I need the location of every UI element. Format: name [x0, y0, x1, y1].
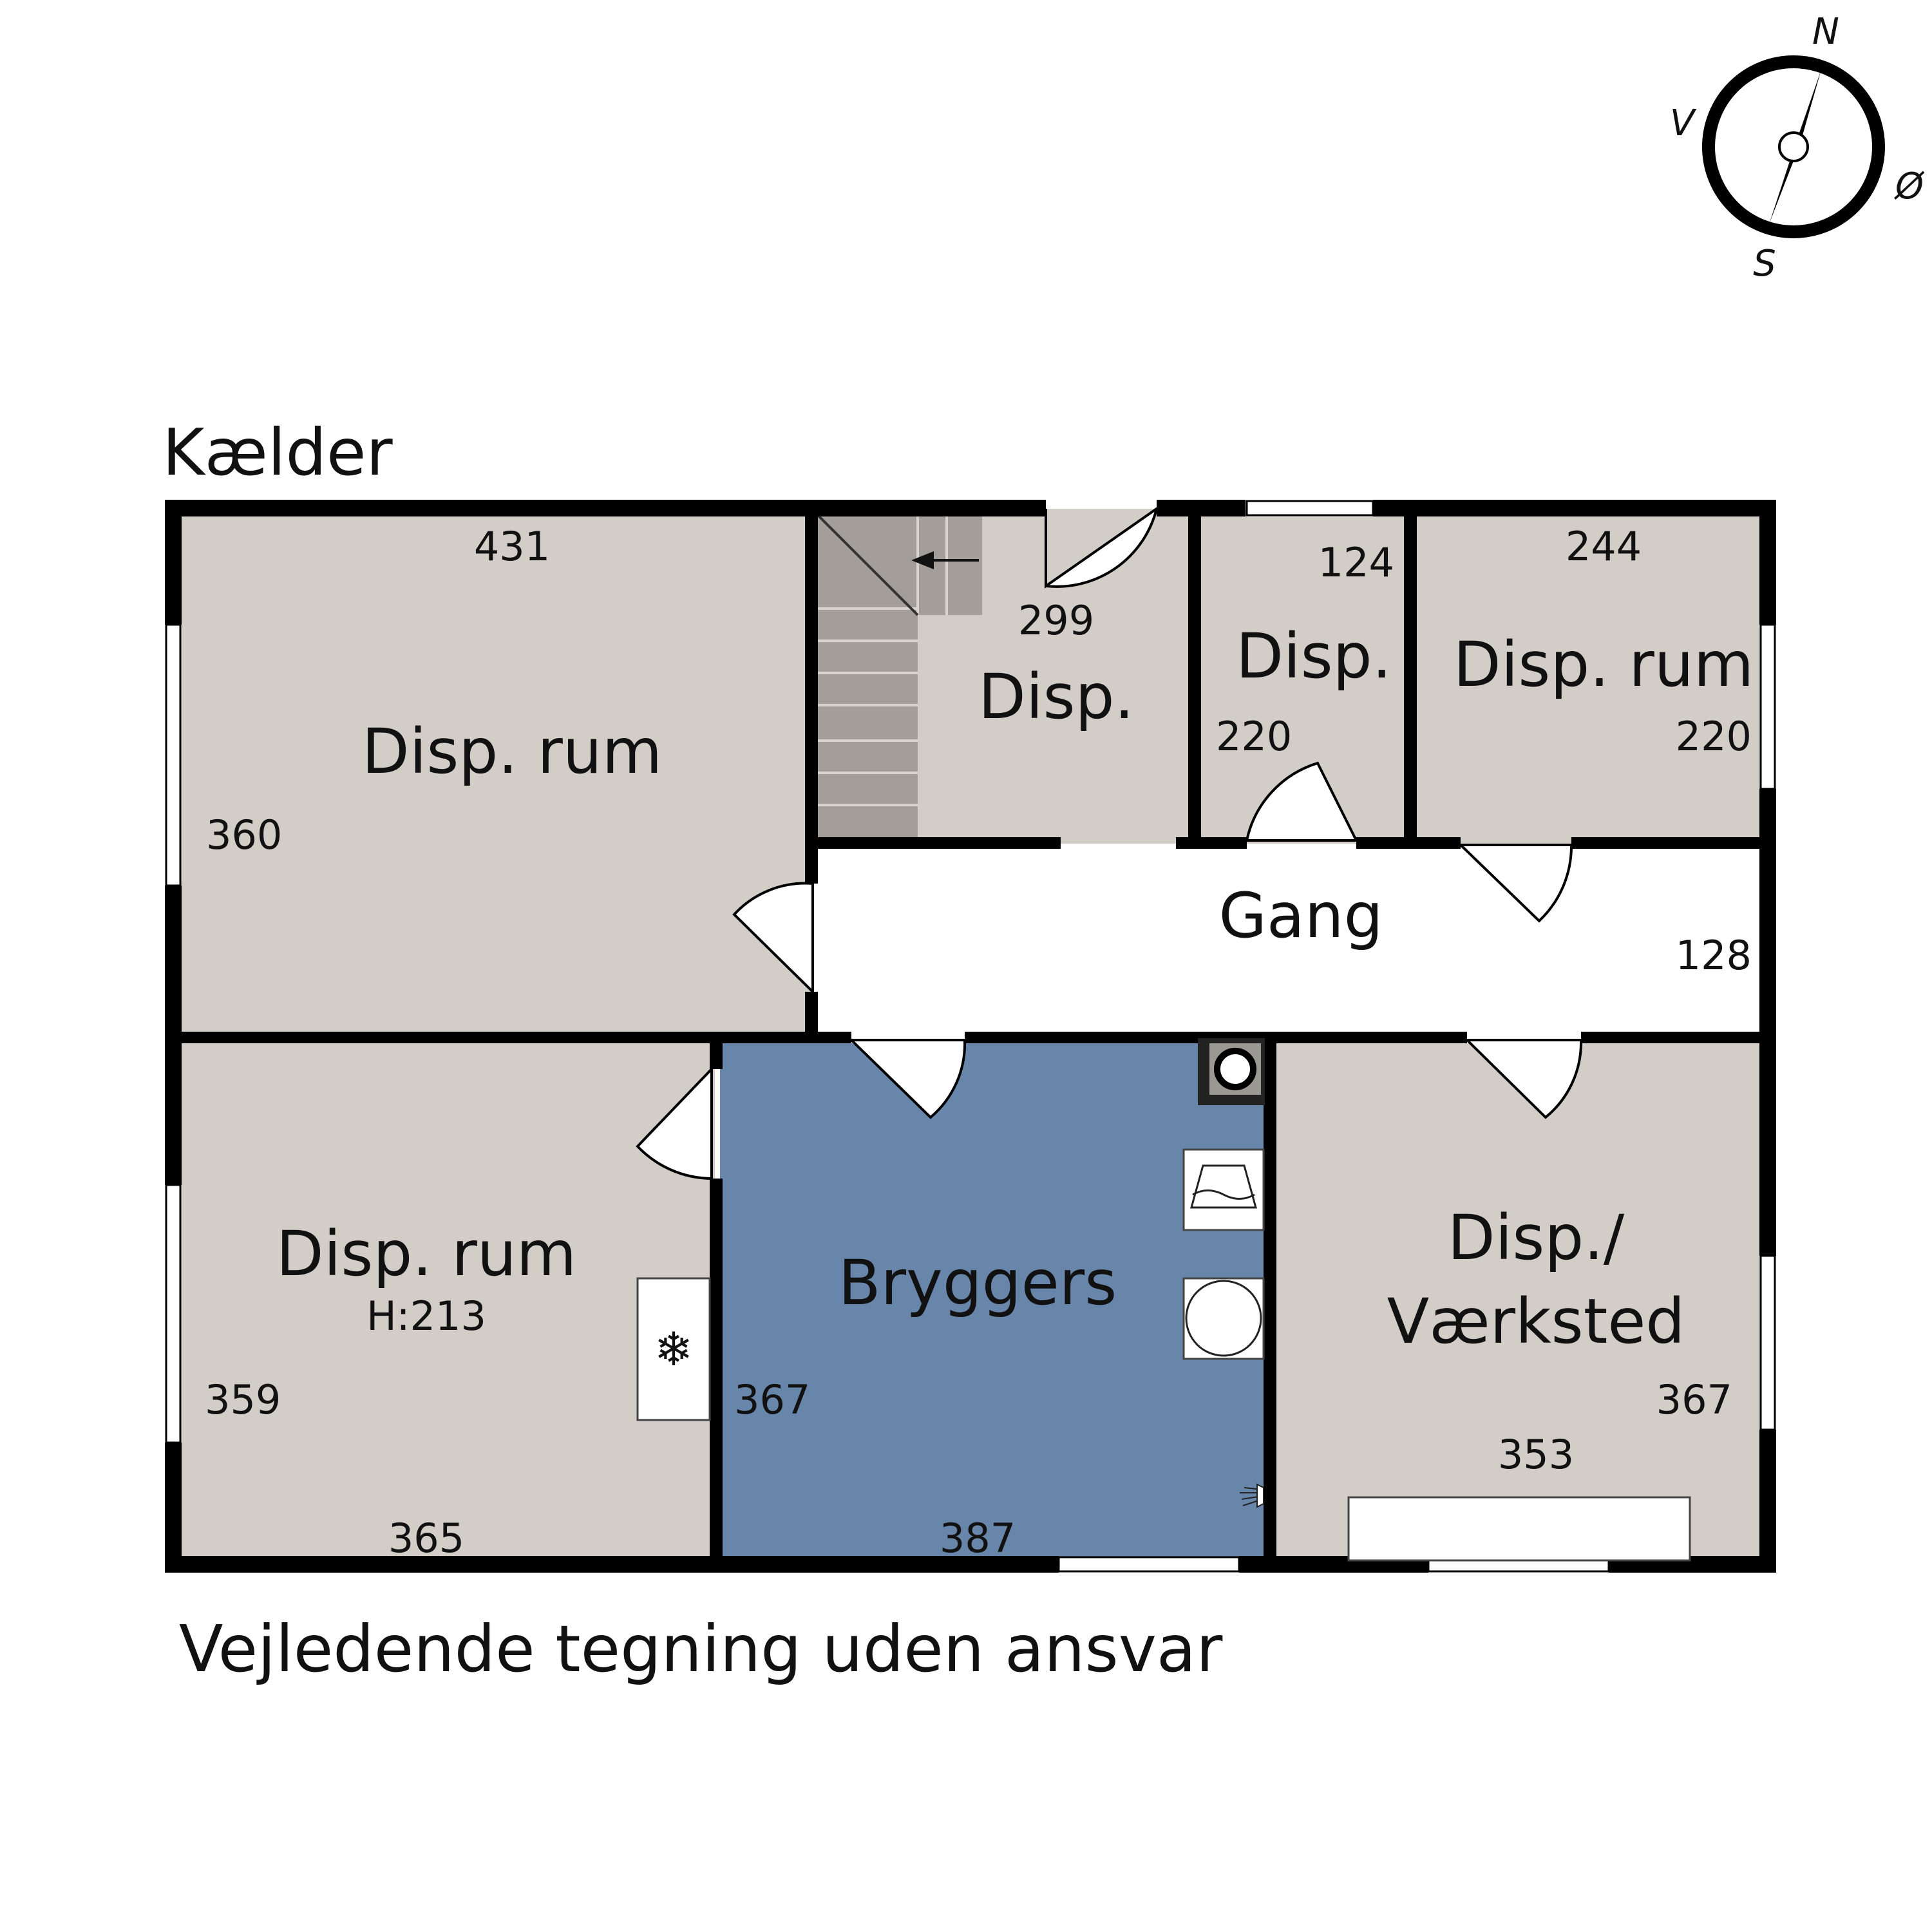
- dim-vaerksted-depth: 367: [1656, 1376, 1732, 1423]
- dim-disp-rum-nw-width: 431: [474, 523, 550, 570]
- door-disp-rum-ne: [1457, 844, 1573, 923]
- room-disp-rum-ne: [1414, 509, 1765, 844]
- room-disp-rum-nw: [174, 509, 811, 1037]
- disclaimer: Vejledende tegning uden ansvar: [179, 1611, 1223, 1687]
- floor-title: Kælder: [162, 415, 393, 490]
- room-vaerksted: [1272, 1043, 1765, 1558]
- walls: [165, 500, 1776, 1573]
- dim-disp-rum-ne-width: 244: [1566, 523, 1642, 570]
- door-bryggers: [848, 1039, 967, 1119]
- label-disp-rum-nw: Disp. rum: [362, 715, 662, 788]
- dim-disp-small-width: 124: [1318, 539, 1394, 586]
- room-bryggers: [720, 1043, 1267, 1558]
- compass-ring: [1702, 55, 1885, 238]
- compass-south: S: [1753, 243, 1776, 285]
- dim-bryggers-width: 387: [940, 1515, 1016, 1562]
- stair-arrow-icon: [911, 551, 934, 569]
- label-vaerksted-line1: Disp./: [1448, 1202, 1625, 1274]
- door-vaerksted: [1464, 1039, 1583, 1119]
- compass-east: Ø: [1894, 166, 1925, 207]
- dim-disp-rum-nw-depth: 360: [206, 811, 282, 858]
- boiler: [1198, 1038, 1265, 1105]
- door-disp-center: [1045, 506, 1159, 589]
- label-disp-center: Disp.: [978, 661, 1134, 733]
- height-disp-rum-sw: H:213: [366, 1293, 486, 1340]
- staircase: [815, 512, 982, 837]
- dim-disp-rum-sw-depth: 359: [205, 1376, 281, 1423]
- dim-gang-depth: 128: [1676, 932, 1752, 979]
- workbench: [1347, 1496, 1691, 1562]
- doors: [636, 506, 1583, 1180]
- freezer: ❄: [636, 1277, 711, 1421]
- compass-north: N: [1812, 11, 1839, 53]
- dim-bryggers-depth: 367: [734, 1376, 810, 1423]
- label-bryggers: Bryggers: [838, 1247, 1117, 1319]
- compass-west: V: [1670, 102, 1697, 144]
- compass: N S Ø V: [1670, 11, 1925, 285]
- windows: [165, 500, 1776, 1573]
- door-disp-rum-nw: [732, 882, 814, 995]
- dim-disp-rum-sw-width: 365: [388, 1515, 464, 1562]
- label-disp-rum-ne: Disp. rum: [1454, 629, 1754, 701]
- label-disp-rum-sw: Disp. rum: [276, 1218, 576, 1290]
- door-disp-small: [1245, 761, 1359, 842]
- boiler-icon: [1214, 1048, 1256, 1090]
- dim-disp-rum-ne-depth: 220: [1676, 713, 1752, 760]
- dim-disp-small-depth: 220: [1216, 713, 1292, 760]
- label-disp-small: Disp.: [1236, 620, 1392, 692]
- room-disp-rum-sw: [174, 1043, 715, 1558]
- dim-disp-center-width: 299: [1018, 597, 1094, 644]
- room-gang: [815, 847, 1765, 1037]
- washing-machine-icon: [1185, 1280, 1262, 1357]
- sink: [1182, 1148, 1265, 1231]
- door-disp-rum-sw: [636, 1066, 713, 1180]
- label-gang: Gang: [1219, 880, 1383, 952]
- sink-icon: [1190, 1164, 1257, 1209]
- snowflake-icon: ❄: [654, 1322, 693, 1376]
- water-tap-icon: [1240, 1483, 1264, 1508]
- label-vaerksted-line2: Værksted: [1387, 1285, 1685, 1358]
- dim-vaerksted-width: 353: [1498, 1431, 1574, 1478]
- washing-machine: [1182, 1277, 1265, 1360]
